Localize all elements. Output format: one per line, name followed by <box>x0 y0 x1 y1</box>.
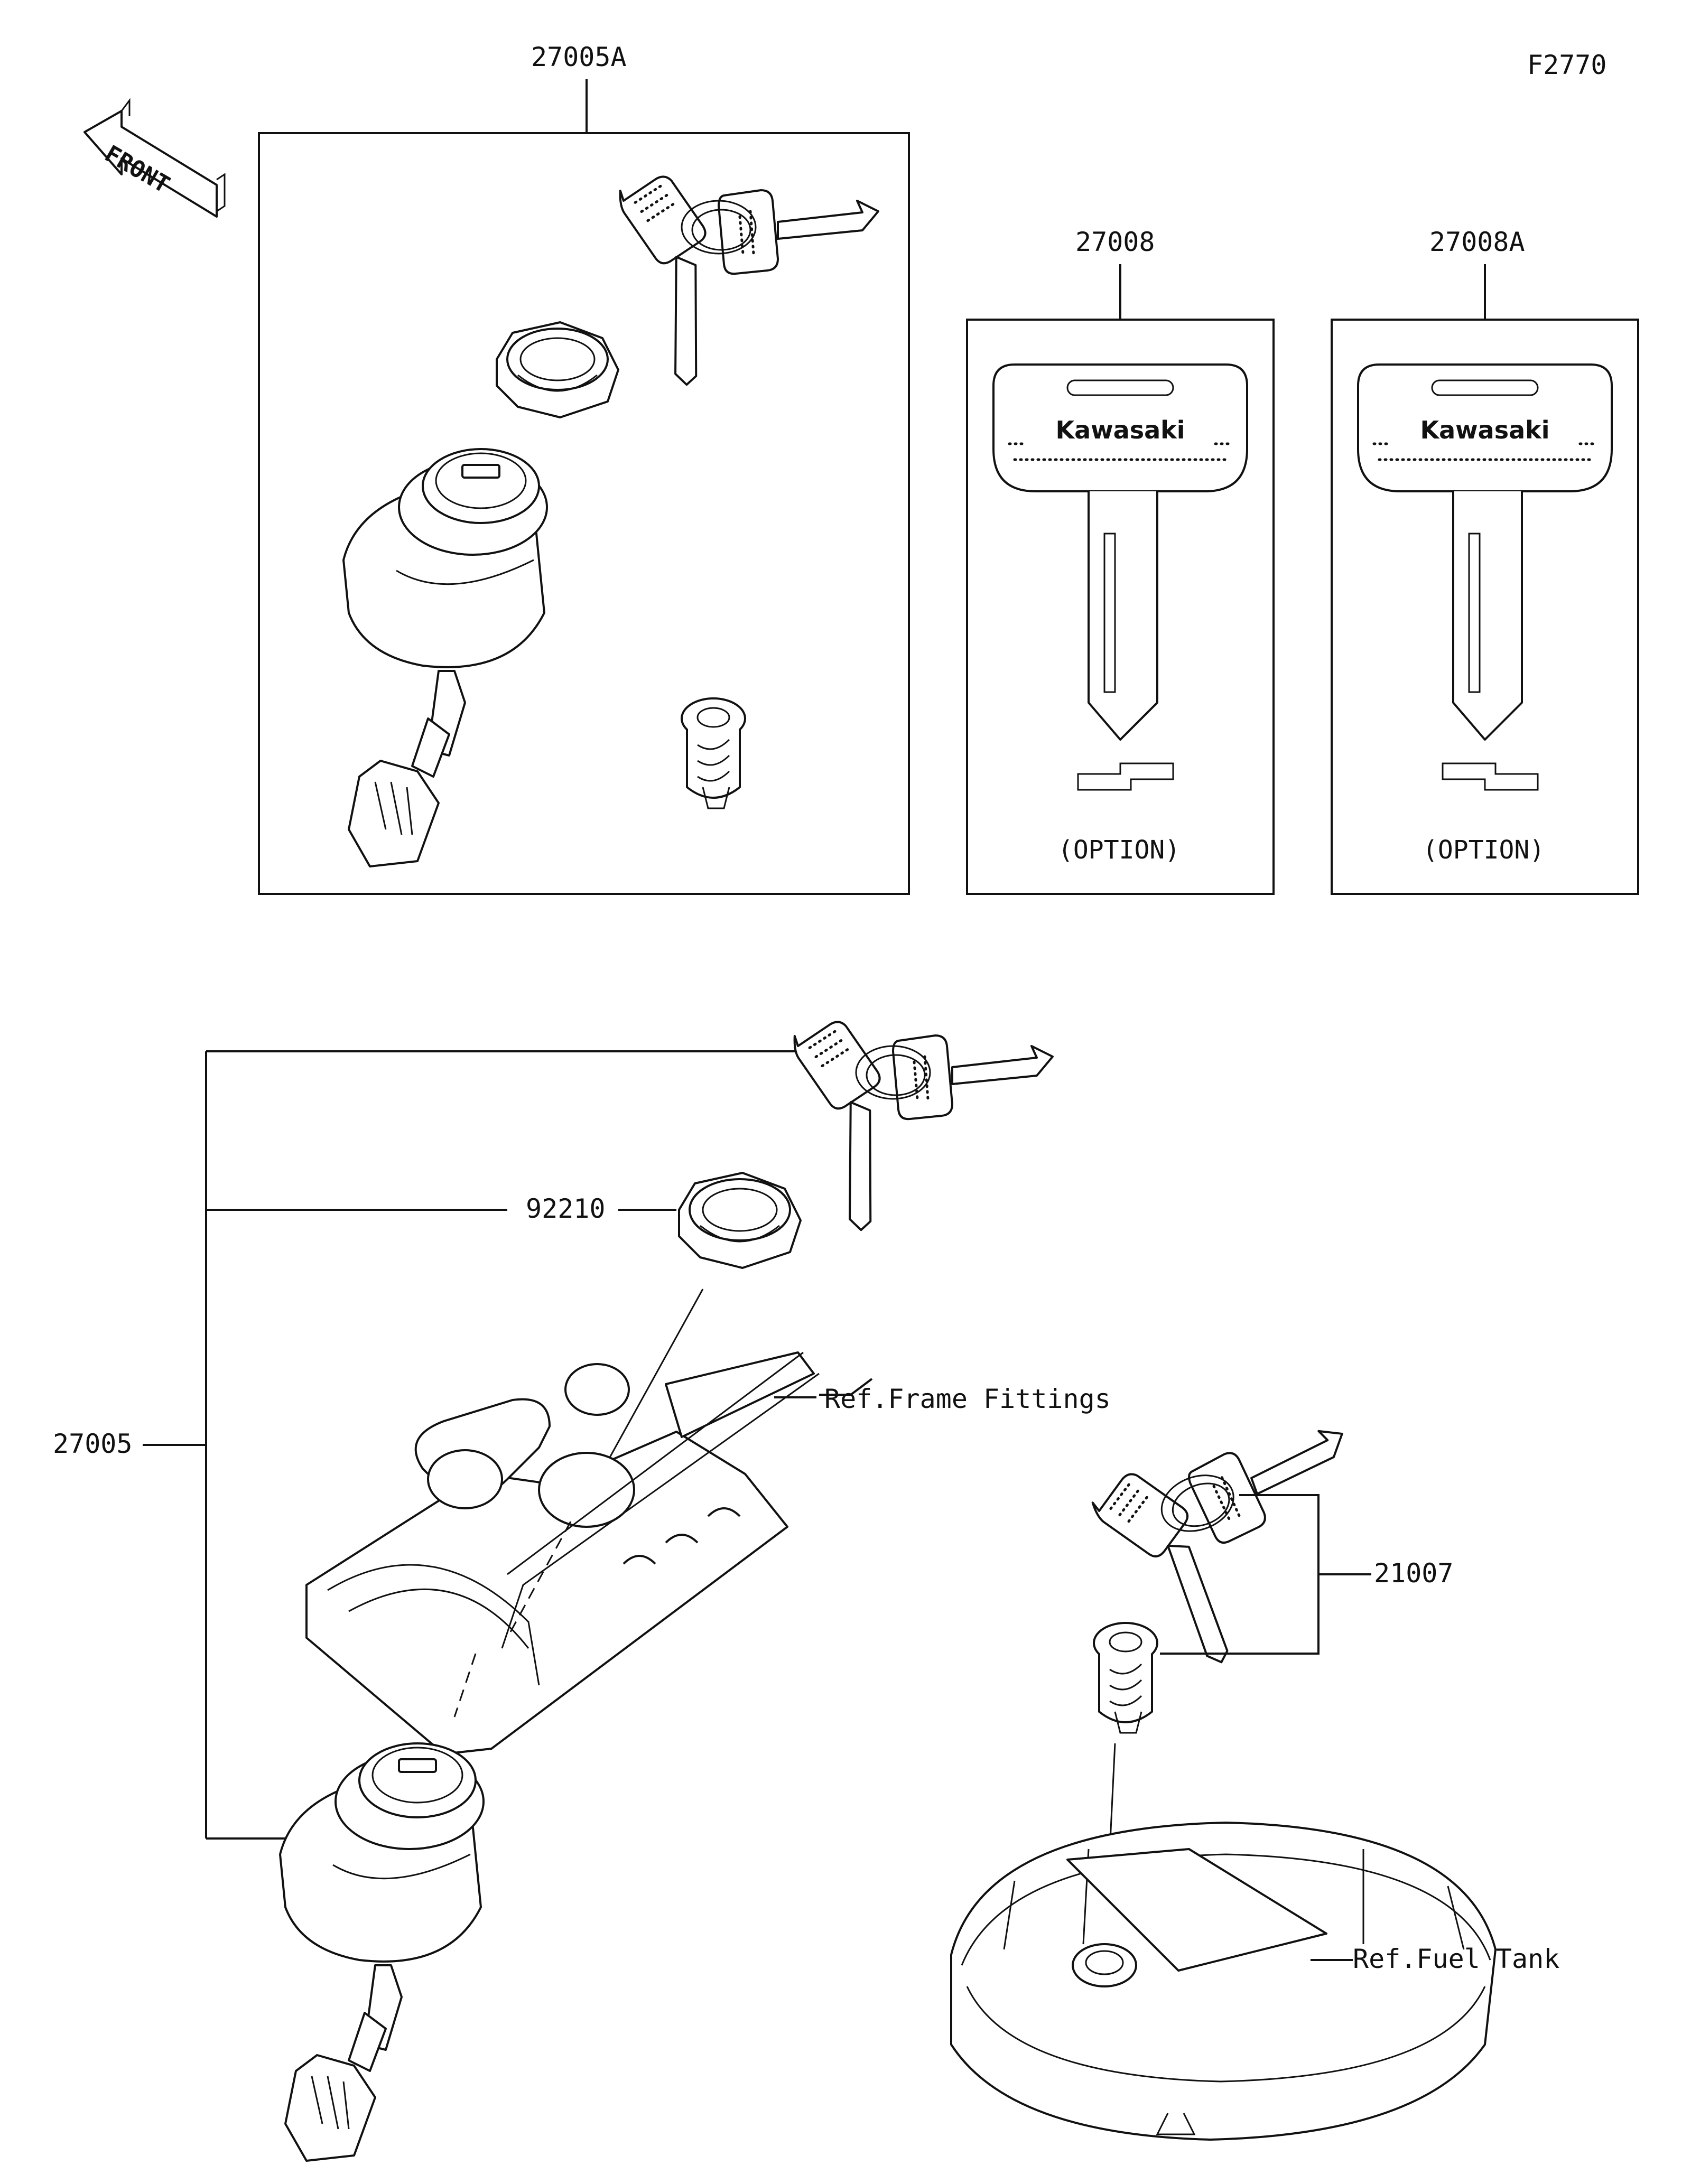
figure-code: F2770 <box>1527 50 1607 80</box>
ignition-switch-27005 <box>279 1742 485 2162</box>
ref-fuel-tank: Ref.Fuel Tank <box>1353 1944 1559 1974</box>
part-number-27008A: 27008A <box>1429 227 1525 257</box>
lock-cylinder-27005A <box>681 697 746 809</box>
part-number-27005: 27005 <box>53 1429 133 1459</box>
part-number-27005A: 27005A <box>531 42 627 72</box>
key-set-27005 <box>791 1014 1053 1232</box>
key-brand-27008A: Kawasaki <box>1420 416 1549 444</box>
option-label-27008A: (OPTION) <box>1423 835 1545 865</box>
kawasaki-key-27008A: Kawasaki <box>1358 365 1612 740</box>
ref-frame-fittings: Ref.Frame Fittings <box>824 1384 1111 1414</box>
part-number-21007: 21007 <box>1374 1558 1454 1589</box>
kawasaki-key-27008: Kawasaki <box>993 365 1247 740</box>
key-profile-icon <box>1442 762 1539 791</box>
front-arrow-icon: FRONT <box>83 98 226 218</box>
part-number-27008: 27008 <box>1075 227 1155 257</box>
fuel-tank-cap <box>950 1822 1497 2141</box>
frame-bracket <box>305 1351 820 1755</box>
hex-nut-92210 <box>678 1172 802 1269</box>
key-profile-icon <box>1077 762 1174 791</box>
key-set-27005A <box>616 169 878 387</box>
option-box-27008 <box>966 319 1275 895</box>
hex-nut-27005A <box>496 321 619 418</box>
part-number-92210: 92210 <box>526 1193 606 1224</box>
option-label-27008: (OPTION) <box>1058 835 1180 865</box>
key-brand-27008: Kawasaki <box>1055 416 1185 444</box>
kit-box-27005A <box>258 132 910 895</box>
ignition-switch-27005A <box>342 448 548 867</box>
option-box-27008A <box>1331 319 1639 895</box>
lock-cylinder-21007 <box>1093 1622 1158 1734</box>
